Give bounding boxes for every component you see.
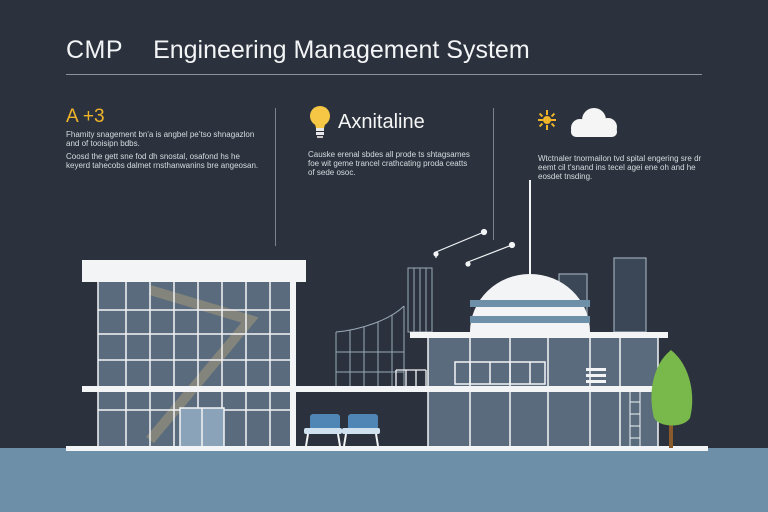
column-divider-2 [493, 108, 494, 240]
column-2-heading: Axnitaline [338, 110, 425, 133]
signal-lines [433, 228, 516, 267]
column-2-header: Axnitaline [308, 104, 473, 140]
header: CMP Engineering Management System [66, 30, 530, 70]
right-building [410, 332, 668, 448]
entrance-door [179, 407, 225, 449]
column-1-heading: A +3 [66, 106, 105, 127]
info-column-2: Axnitaline Causke erenal sbdes all prode… [308, 104, 473, 177]
stacked-shelf [586, 368, 606, 383]
railing [395, 369, 427, 386]
lightbulb-icon [310, 106, 330, 138]
base-slab [66, 446, 708, 451]
dome [470, 274, 590, 332]
column-1-paragraph-2: Coosd the gett sne fod dh snostal, osafo… [66, 152, 259, 170]
column-2-paragraph-1: Causke erenal sbdes all prode ts shtagsa… [308, 150, 470, 177]
column-1-header: A +3 [66, 104, 266, 130]
ground [0, 448, 768, 512]
tree [651, 350, 693, 448]
floor-slab [82, 386, 668, 392]
column-divider-1 [275, 108, 276, 246]
lounge-chair-1 [304, 414, 342, 447]
lounge-chair-2 [342, 414, 380, 447]
left-building [82, 260, 306, 449]
column-3-paragraph-1: Wtctnaler tnormailon tvd spital engering… [538, 154, 702, 181]
info-column-3: Wtctnaler tnormailon tvd spital engering… [538, 104, 703, 181]
column-3-header [538, 104, 703, 140]
page-title: Engineering Management System [153, 35, 530, 64]
sun-cloud-icon [538, 108, 617, 137]
info-column-1: A +3 Fhamity snagement bn'a is angbel pe… [66, 104, 266, 170]
column-1-paragraph-1: Fhamity snagement bn'a is angbel pe’tso … [66, 130, 255, 148]
curved-structure [335, 267, 433, 392]
header-divider [66, 74, 702, 75]
right-building-ladder [629, 392, 641, 448]
brand-logo-text: CMP [66, 35, 124, 64]
